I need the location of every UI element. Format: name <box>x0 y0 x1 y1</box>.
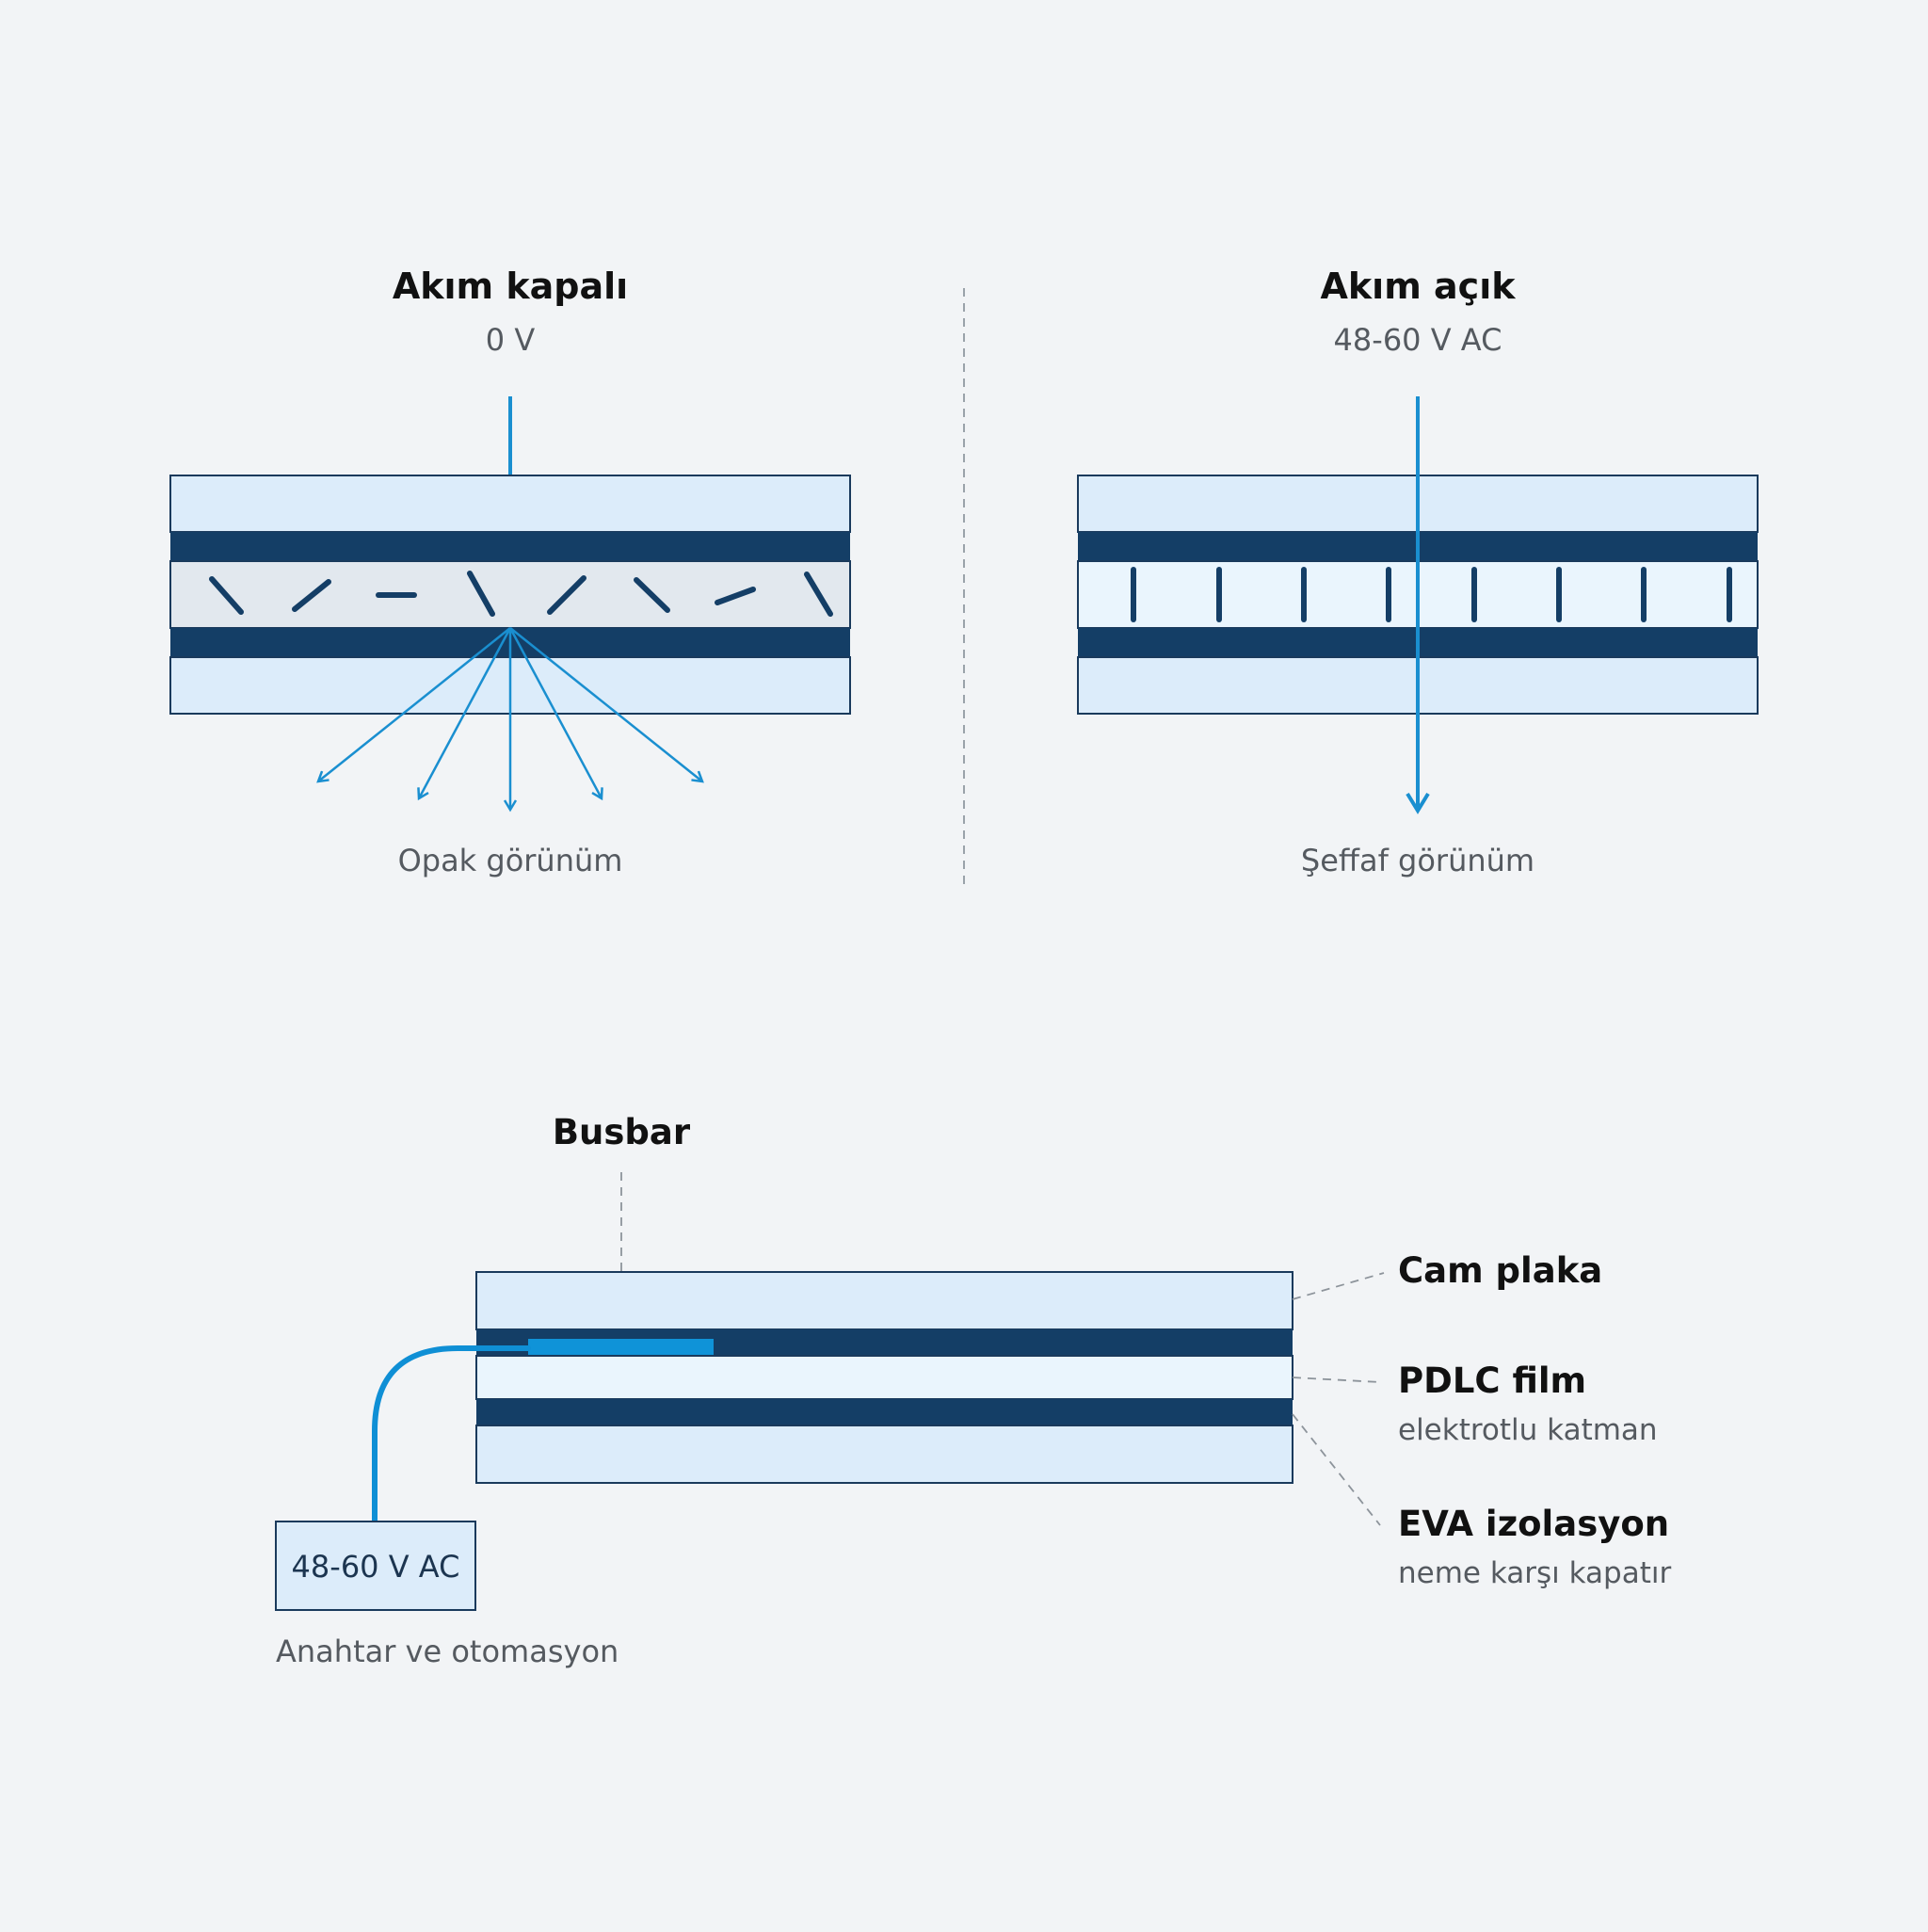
cross-glass-top <box>475 1271 1293 1330</box>
droplet <box>467 571 495 617</box>
pdlc-leader <box>1292 1377 1381 1383</box>
scattered-ray <box>508 627 602 798</box>
glass-top <box>169 475 851 533</box>
power-supply-box <box>275 1521 476 1611</box>
power-supply-caption: Anahtar ve otomasyon <box>276 1634 619 1669</box>
aligned-droplets <box>1131 567 1732 622</box>
on-state-voltage: 48-60 V AC <box>1334 322 1502 358</box>
cross-section: Busbar 48-60 V AC Anahtar ve otomasyon C… <box>275 1112 1671 1669</box>
scattered-ray <box>509 627 702 781</box>
pdlc-layer-off <box>169 560 851 629</box>
cross-pdlc-film <box>475 1355 1293 1400</box>
power-supply-voltage: 48-60 V AC <box>292 1549 460 1585</box>
off-state-title: Akım kapalı <box>393 266 628 307</box>
droplet <box>804 572 833 617</box>
electrode-top <box>170 532 850 561</box>
scattered-light-rays <box>318 627 702 810</box>
pdlc-sublabel: elektrotlu katman <box>1398 1413 1658 1447</box>
on-state-title: Akım açık <box>1321 266 1517 307</box>
random-droplets <box>209 571 833 617</box>
glass-label: Cam plaka <box>1398 1250 1602 1291</box>
off-state-caption: Opak görünüm <box>398 843 623 878</box>
cross-glass-bottom <box>475 1425 1293 1484</box>
busbar-label: Busbar <box>553 1112 691 1152</box>
eva-leader <box>1292 1413 1381 1526</box>
off-state-panel: Akım kapalı 0 V Opak görünüm <box>169 266 851 878</box>
glass-leader <box>1292 1272 1385 1300</box>
scattered-ray <box>318 627 511 781</box>
droplet <box>715 587 756 605</box>
eva-sublabel: neme karşı kapatır <box>1398 1556 1671 1590</box>
droplet <box>547 575 586 615</box>
droplet <box>292 579 331 612</box>
droplet <box>634 577 670 613</box>
off-state-voltage: 0 V <box>486 322 536 358</box>
power-cable <box>372 1345 531 1524</box>
on-state-panel: Akım açık 48-60 V AC Şeffaf görünüm <box>1077 266 1759 878</box>
on-state-caption: Şeffaf görünüm <box>1301 843 1534 878</box>
droplet <box>209 576 244 615</box>
pdlc-label: PDLC film <box>1398 1360 1586 1401</box>
scattered-ray <box>419 627 512 798</box>
cross-electrode-bottom <box>476 1399 1293 1425</box>
busbar-strip <box>528 1339 714 1355</box>
eva-label: EVA izolasyon <box>1398 1504 1669 1544</box>
